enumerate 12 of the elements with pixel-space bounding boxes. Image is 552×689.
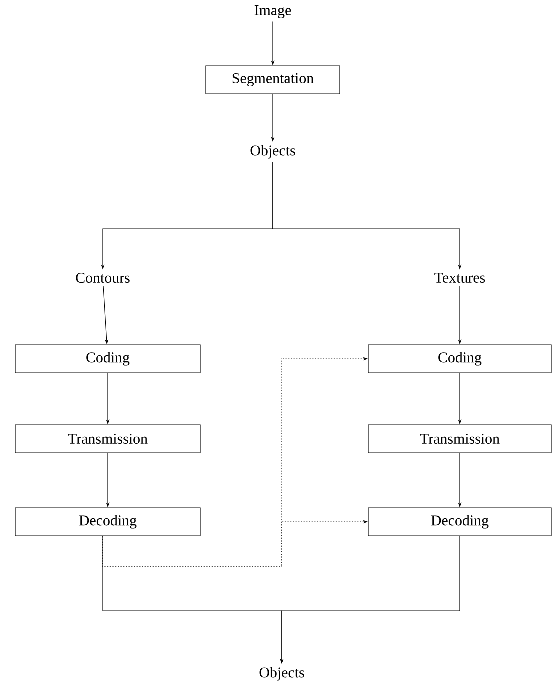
process-box: Transmission [368,424,552,454]
text-label: Image [254,6,292,18]
text-label: Contours [76,273,130,284]
process-box: Coding [368,344,552,374]
text-label: Textures [434,273,486,283]
process-box: Segmentation [206,66,340,94]
process-box: Decoding [15,508,201,536]
process-box: Transmission [15,424,201,454]
text-label: Objects [260,667,304,681]
text-label: Objects [250,145,296,159]
process-box: Decoding [368,508,552,536]
process-box: Coding [15,344,201,374]
